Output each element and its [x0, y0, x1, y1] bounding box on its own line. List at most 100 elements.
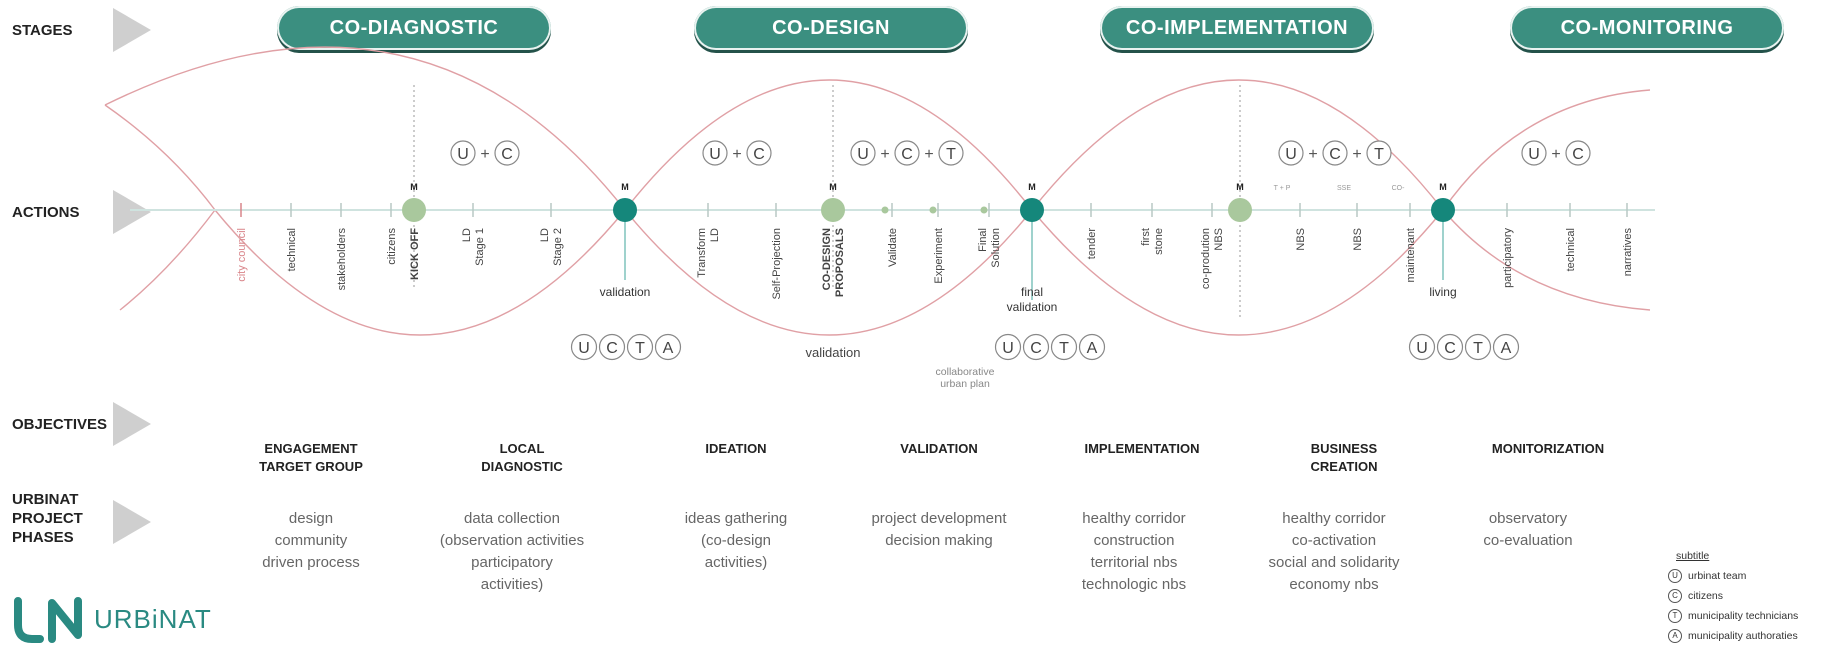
phase-design: design community driven process: [262, 510, 360, 571]
citizens-icon: C: [1668, 589, 1682, 603]
milestone-nodes: [402, 198, 1455, 222]
legend-item: T municipality technicians: [1668, 609, 1798, 623]
action-label: NBS: [1295, 228, 1307, 251]
legend-label: municipality authoraties: [1688, 630, 1798, 642]
actor-circle-icon: [850, 140, 876, 166]
co-design-validation-label: validation: [806, 345, 861, 360]
action-label: technical: [1565, 228, 1577, 271]
legend-item: C citizens: [1668, 589, 1798, 603]
actor-letter: U: [857, 146, 869, 163]
action-label: NBS: [1352, 228, 1364, 251]
action-label: participatory: [1502, 228, 1514, 288]
actor-letter: C: [1444, 340, 1456, 357]
legend-label: urbinat team: [1688, 570, 1747, 582]
tiny-label: CO-: [1392, 185, 1406, 192]
actor-letter: U: [1002, 340, 1014, 357]
objective-monitorization: MONITORIZATION: [1491, 441, 1605, 456]
actor-circle-icon: [654, 333, 682, 361]
action-label: Self-Projection: [771, 228, 783, 300]
objective-local-diagnostic: LOCAL DIAGNOSTIC: [481, 441, 563, 474]
actor-letter: U: [578, 340, 590, 357]
curve-left-upper: [104, 104, 216, 211]
actor-letter: C: [606, 340, 618, 357]
actor-circle-icon: [1565, 140, 1591, 166]
action-label: co-produtionNBS: [1200, 228, 1225, 289]
actor-circle-icon: [1322, 140, 1348, 166]
stage-co-design: CO-DESIGN: [694, 6, 968, 50]
action-label: city council: [236, 228, 248, 282]
stems: [624, 220, 1444, 300]
action-label: tender: [1086, 228, 1098, 260]
curve-2-lower: [624, 209, 1033, 336]
actor-letter: T: [946, 146, 956, 163]
objective-business-creation: BUSINESS CREATION: [1310, 441, 1378, 474]
plus-sign: +: [480, 146, 489, 163]
stage-curves: [104, 46, 1651, 336]
legend: subtitle U urbinat team C citizens T mun…: [1668, 550, 1798, 649]
curve-2-upper: [624, 79, 1033, 211]
action-label: technical: [286, 228, 298, 271]
actor-circle-icon: [1050, 333, 1078, 361]
urbinat-logo-icon: [14, 597, 82, 643]
actor-circle-icon: [1278, 140, 1304, 166]
curve-1-lower: [214, 209, 626, 336]
dashed-dividers: [413, 85, 1241, 320]
milestone-marker: M: [1439, 182, 1447, 192]
milestone-node-validation: [613, 198, 637, 222]
milestone-marker: M: [1028, 182, 1036, 192]
urbinat-logo: URBiNAT: [12, 595, 212, 643]
actor-circle-icon: [994, 333, 1022, 361]
actor-letter: C: [753, 146, 765, 163]
action-label: LDStage 1: [461, 228, 486, 266]
plus-sign: +: [924, 146, 933, 163]
actor-circle-icon: [1464, 333, 1492, 361]
actor-letter: C: [1329, 146, 1341, 163]
milestone-marker: M: [410, 182, 418, 192]
objectives-arrow-icon: [113, 402, 151, 446]
phase-observatory: observatory co-evaluation: [1483, 510, 1573, 549]
milestone-marker: M: [621, 182, 629, 192]
curve-4-upper: [1442, 89, 1651, 211]
action-label: maintenant: [1405, 228, 1417, 282]
plus-sign: +: [732, 146, 741, 163]
plus-sign: +: [1308, 146, 1317, 163]
objective-ideation: IDEATION: [705, 441, 767, 456]
action-label: firststone: [1140, 228, 1165, 255]
actor-circle-icon: [894, 140, 920, 166]
curve-1-upper: [104, 46, 626, 211]
milestone-label-living: living: [1429, 285, 1456, 299]
stage-co-implementation: CO-IMPLEMENTATION: [1100, 6, 1374, 50]
actor-circle-icon: [494, 140, 520, 166]
curve-3-lower: [1031, 209, 1444, 336]
row-label-objectives: OBJECTIVES: [12, 416, 108, 433]
legend-item: A municipality authoraties: [1668, 629, 1798, 643]
actor-circle-icon: [1366, 140, 1392, 166]
milestone-markers: M M M M M M: [410, 182, 1447, 192]
actor-circle-icon: [1022, 333, 1050, 361]
action-label: Experiment: [933, 228, 945, 284]
stages-arrow-icon: [113, 8, 151, 52]
plus-sign: +: [880, 146, 889, 163]
actor-circle-icon: [570, 333, 598, 361]
actor-letter: T: [1059, 340, 1069, 357]
action-label: FinalSolution: [977, 228, 1002, 268]
actor-letter: A: [1501, 340, 1512, 357]
actor-circle-icon: [702, 140, 728, 166]
tiny-label: SSE: [1337, 185, 1351, 192]
municipality-authorities-icon: A: [1668, 629, 1682, 643]
municipality-technicians-icon: T: [1668, 609, 1682, 623]
milestone-marker: M: [1236, 182, 1244, 192]
actor-circle-icon: [1492, 333, 1520, 361]
actor-circle-icon: [598, 333, 626, 361]
legend-label: municipality technicians: [1688, 610, 1799, 622]
curve-left-lower: [119, 209, 216, 311]
urbinat-team-icon: U: [1668, 569, 1682, 583]
legend-title: subtitle: [1676, 550, 1710, 562]
tiny-label: T + P: [1274, 185, 1291, 192]
actor-circle-icon: [626, 333, 654, 361]
actor-circle-icon: [1408, 333, 1436, 361]
